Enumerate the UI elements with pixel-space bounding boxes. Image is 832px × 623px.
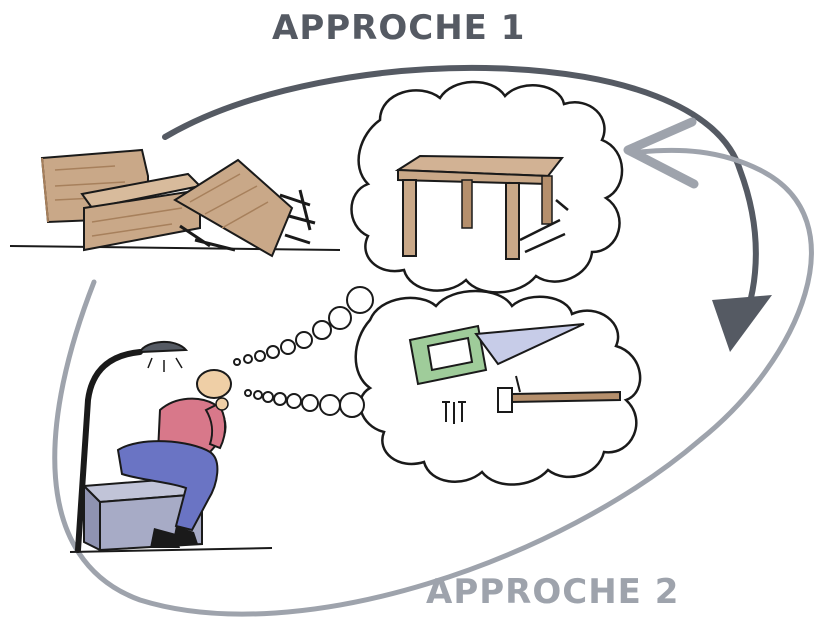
hammer-icon	[497, 375, 621, 413]
table-icon	[394, 154, 569, 260]
wood-planks-icon	[9, 148, 341, 258]
thought-bubbles-2	[244, 389, 365, 418]
saw-icon	[408, 323, 585, 386]
approche-2-arrow	[52, 117, 814, 617]
street-lamp-icon	[75, 341, 189, 553]
approche-2-label: APPROCHE 2	[426, 572, 680, 612]
thinking-person-icon	[116, 369, 232, 548]
nails-icon	[442, 401, 466, 424]
thought-cloud-tools	[354, 289, 642, 486]
approche-1-arrow	[162, 65, 772, 352]
approche-1-label: APPROCHE 1	[272, 8, 526, 48]
thought-cloud-table	[350, 80, 624, 294]
thought-bubbles-1	[233, 286, 374, 366]
